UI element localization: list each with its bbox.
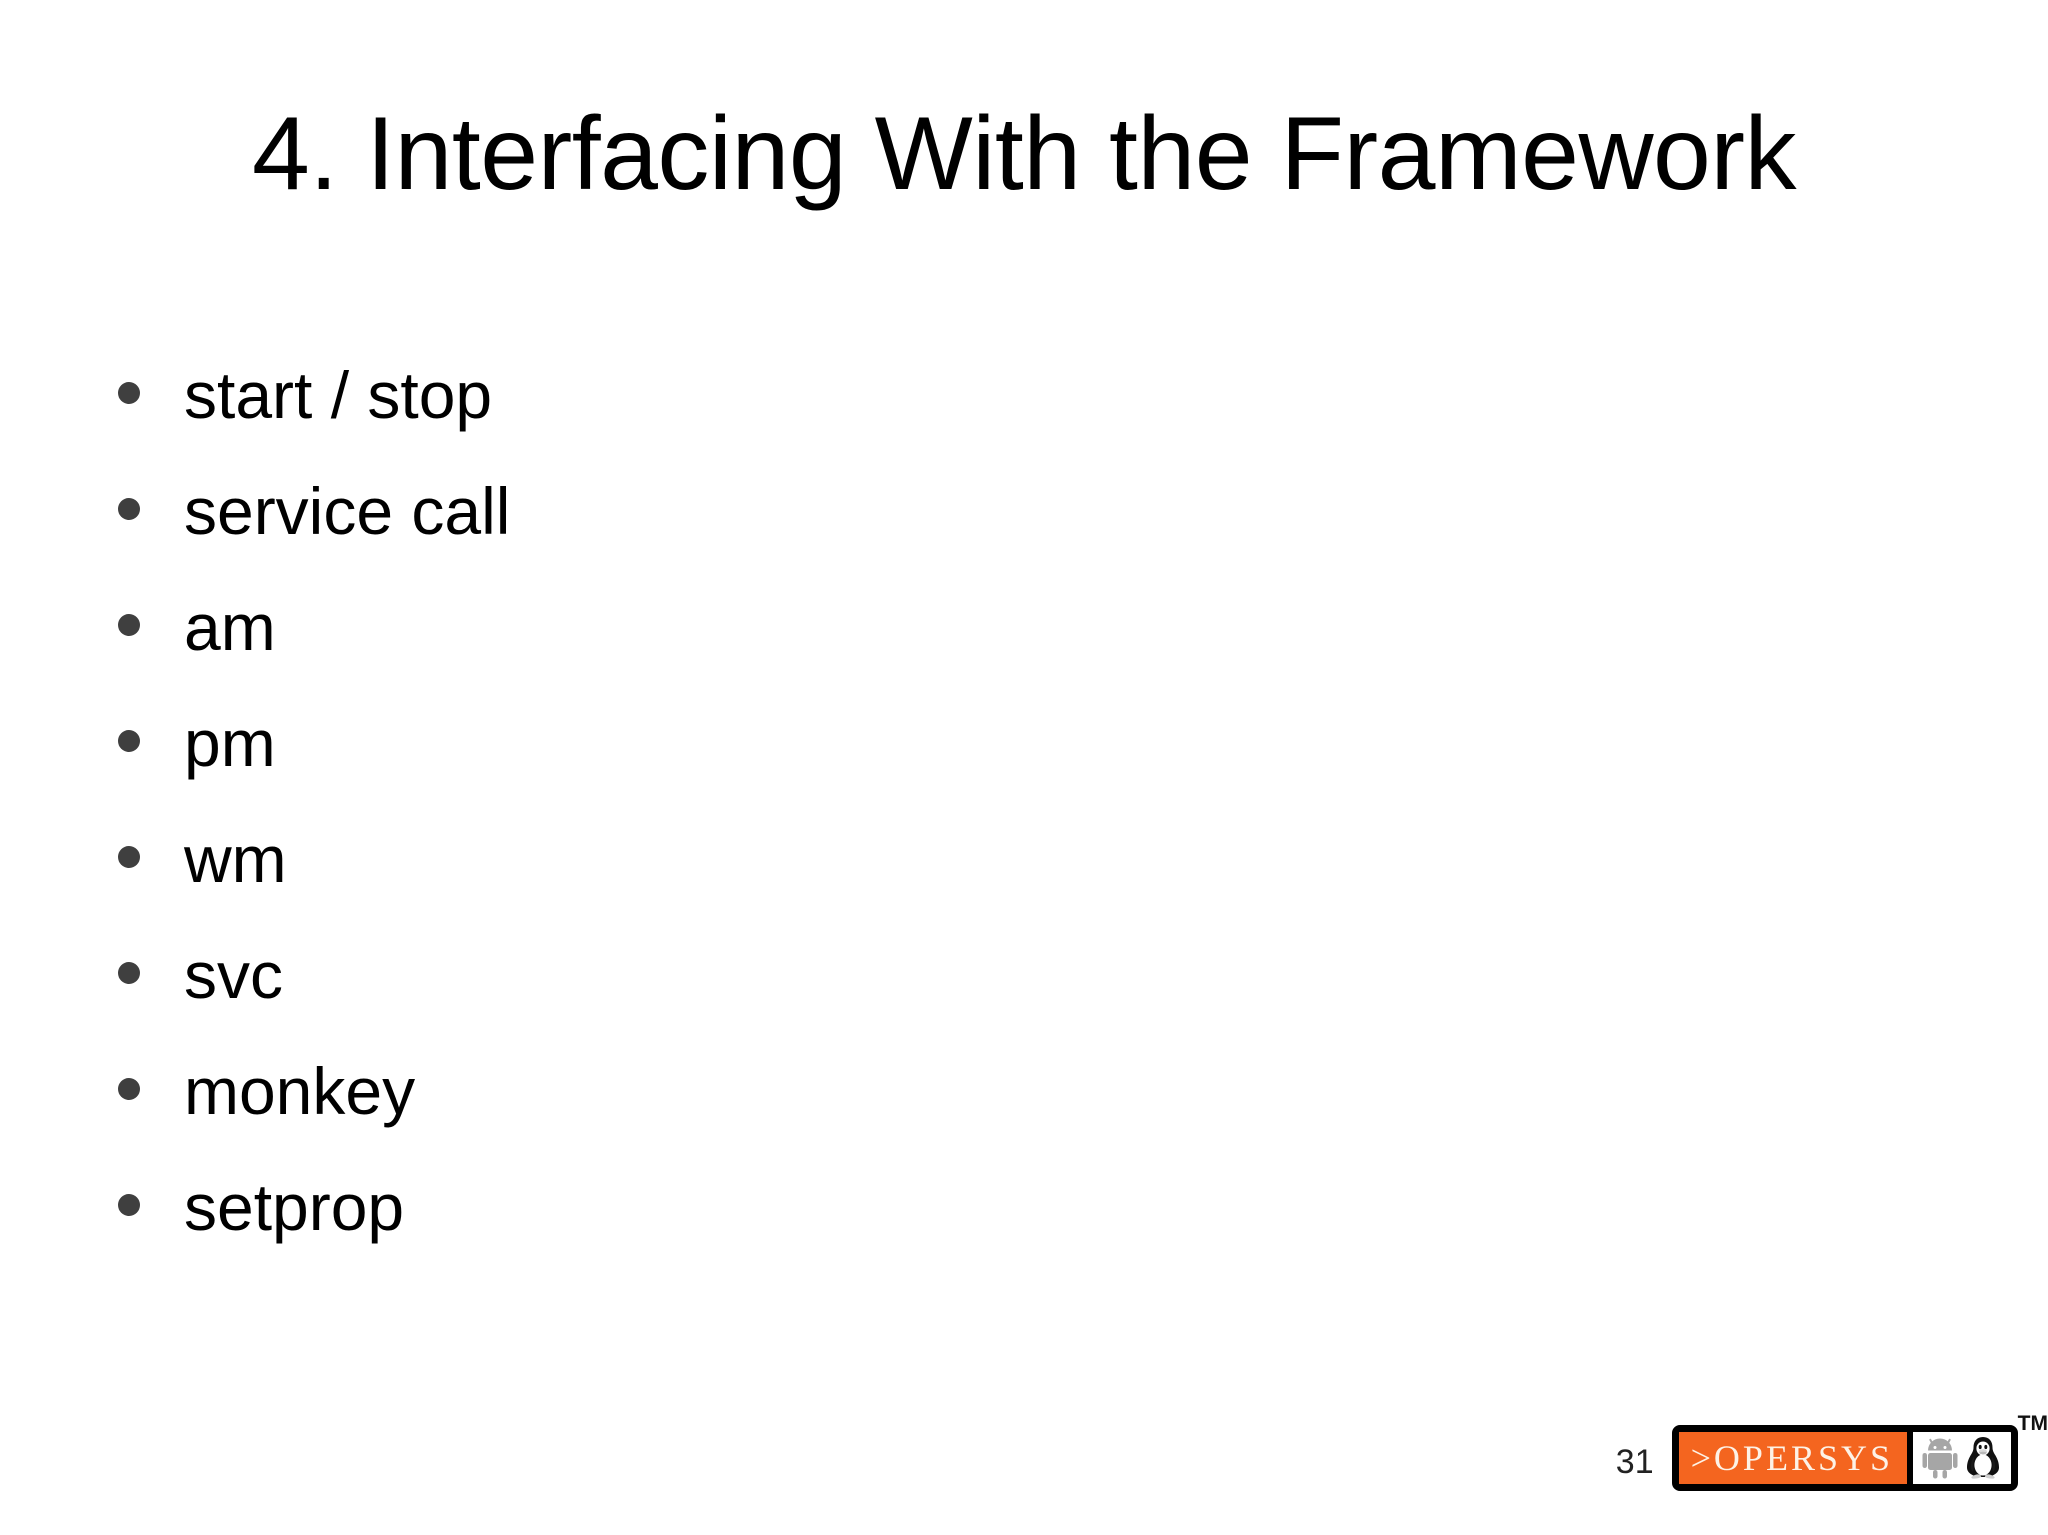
bullet-dot-icon (118, 614, 140, 636)
logo-brand-panel: >OPERSYS (1678, 1432, 1913, 1484)
list-item: pm (118, 710, 1818, 826)
list-item: monkey (118, 1058, 1818, 1174)
bullet-dot-icon (118, 1194, 140, 1216)
list-item: svc (118, 942, 1818, 1058)
trademark-mark: TM (2017, 1412, 2048, 1435)
bullet-dot-icon (118, 846, 140, 868)
linux-tux-penguin-icon (1964, 1436, 2002, 1480)
bullet-label: pm (184, 706, 276, 780)
logo-box: >OPERSYS (1671, 1425, 2018, 1491)
logo-brand-text: >OPERSYS (1690, 1438, 1893, 1478)
bullet-dot-icon (118, 498, 140, 520)
bullet-dot-icon (118, 730, 140, 752)
bullet-list: start / stop service call am pm wm svc m… (118, 362, 1818, 1290)
bullet-dot-icon (118, 1078, 140, 1100)
page-title: 4. Interfacing With the Framework (251, 96, 1797, 212)
list-item: wm (118, 826, 1818, 942)
logo-icon-panel (1913, 1432, 2011, 1484)
bullet-label: service call (184, 474, 511, 548)
bullet-label: monkey (184, 1054, 416, 1128)
bullet-label: svc (184, 938, 283, 1012)
opersys-logo: >OPERSYS (1671, 1413, 2048, 1491)
bullet-dot-icon (118, 382, 140, 404)
android-robot-icon (1922, 1437, 1958, 1479)
bullet-dot-icon (118, 962, 140, 984)
slide-footer: 31 >OPERSYS (1615, 1413, 2048, 1491)
list-item: service call (118, 478, 1818, 594)
bullet-label: setprop (184, 1170, 405, 1244)
list-item: setprop (118, 1174, 1818, 1290)
page-number: 31 (1615, 1443, 1654, 1481)
list-item: am (118, 594, 1818, 710)
bullet-label: wm (184, 822, 287, 896)
bullet-label: am (184, 590, 276, 664)
list-item: start / stop (118, 362, 1818, 478)
bullet-label: start / stop (184, 358, 493, 432)
